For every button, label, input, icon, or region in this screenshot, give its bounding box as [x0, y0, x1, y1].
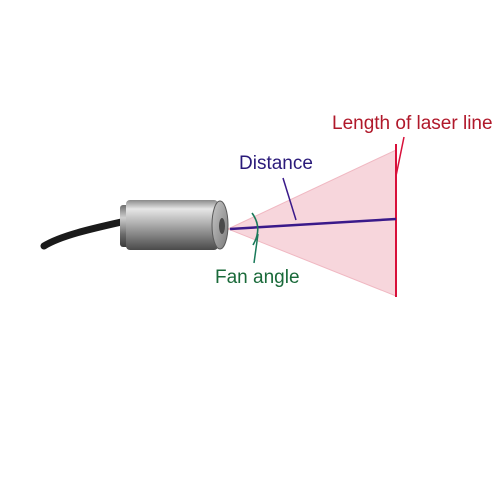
- fan-angle-label: Fan angle: [215, 267, 300, 288]
- sensor-aperture: [219, 218, 225, 234]
- fan-angle-pointer: [253, 233, 259, 264]
- sensor-cable: [40, 217, 130, 250]
- distance-pointer: [282, 177, 297, 221]
- length-of-laser-line-label: Length of laser line: [332, 113, 493, 134]
- fan-angle-arc-icon: [251, 212, 259, 246]
- length-pointer: [395, 136, 405, 177]
- distance-label: Distance: [239, 153, 313, 174]
- cylindrical-laser-sensor-icon: [126, 200, 218, 250]
